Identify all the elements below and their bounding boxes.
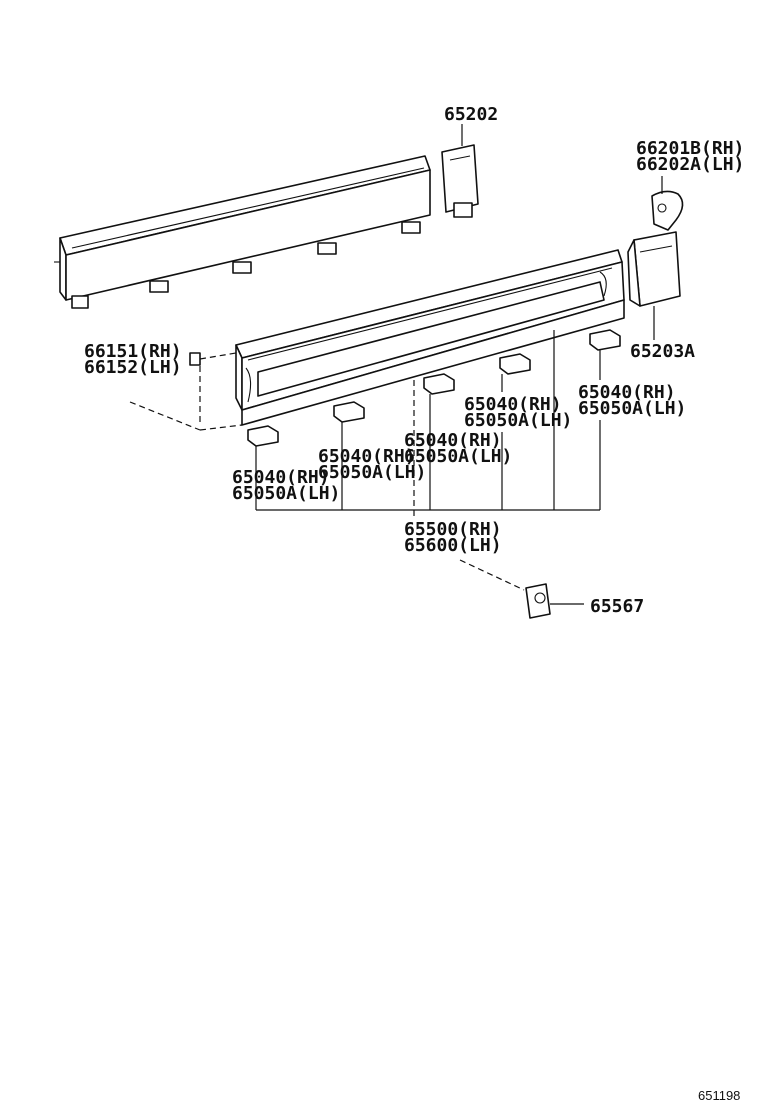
label-clip-1-rh: 65040(RH) — [232, 467, 330, 488]
guide-line — [129, 401, 201, 431]
label-clip-2-lh: 65050A(LH) — [318, 462, 426, 483]
end-cap-65203a — [627, 231, 681, 340]
guide-line — [199, 424, 243, 431]
end-cap-65202 — [441, 124, 479, 218]
upper-panel — [54, 155, 431, 309]
label-65203a: 65203A — [630, 341, 695, 362]
label-clip-4-rh: 65040(RH) — [464, 394, 562, 415]
label-65567: 65567 — [590, 596, 644, 617]
label-66152: 66152(LH) — [84, 357, 182, 378]
label-clip-5-rh: 65040(RH) — [578, 382, 676, 403]
clip-2 — [333, 401, 365, 510]
label-clip-1-lh: 65050A(LH) — [232, 483, 340, 504]
figure-id: 651198 — [698, 1088, 740, 1103]
clip-5 — [589, 329, 621, 510]
plug-65567 — [459, 559, 584, 619]
clip-1 — [247, 425, 279, 510]
bracket-66201b — [651, 176, 684, 231]
clip-3 — [423, 373, 455, 510]
label-clip-5-lh: 65050A(LH) — [578, 398, 686, 419]
label-65202: 65202 — [444, 104, 498, 125]
clip-66151 — [189, 352, 237, 424]
label-clip-3-rh: 65040(RH) — [404, 430, 502, 451]
label-65600: 65600(LH) — [404, 535, 502, 556]
label-66151: 66151(RH) — [84, 341, 182, 362]
label-66202a: 66202A(LH) — [636, 154, 744, 175]
label-66201b: 66201B(RH) — [636, 138, 744, 159]
label-65500: 65500(RH) — [404, 519, 502, 540]
label-clip-2-rh: 65040(RH) — [318, 446, 416, 467]
main-panel — [235, 249, 625, 426]
label-clip-4-lh: 65050A(LH) — [464, 410, 572, 431]
clip-4 — [499, 353, 531, 510]
label-clip-3-lh: 65050A(LH) — [404, 446, 512, 467]
